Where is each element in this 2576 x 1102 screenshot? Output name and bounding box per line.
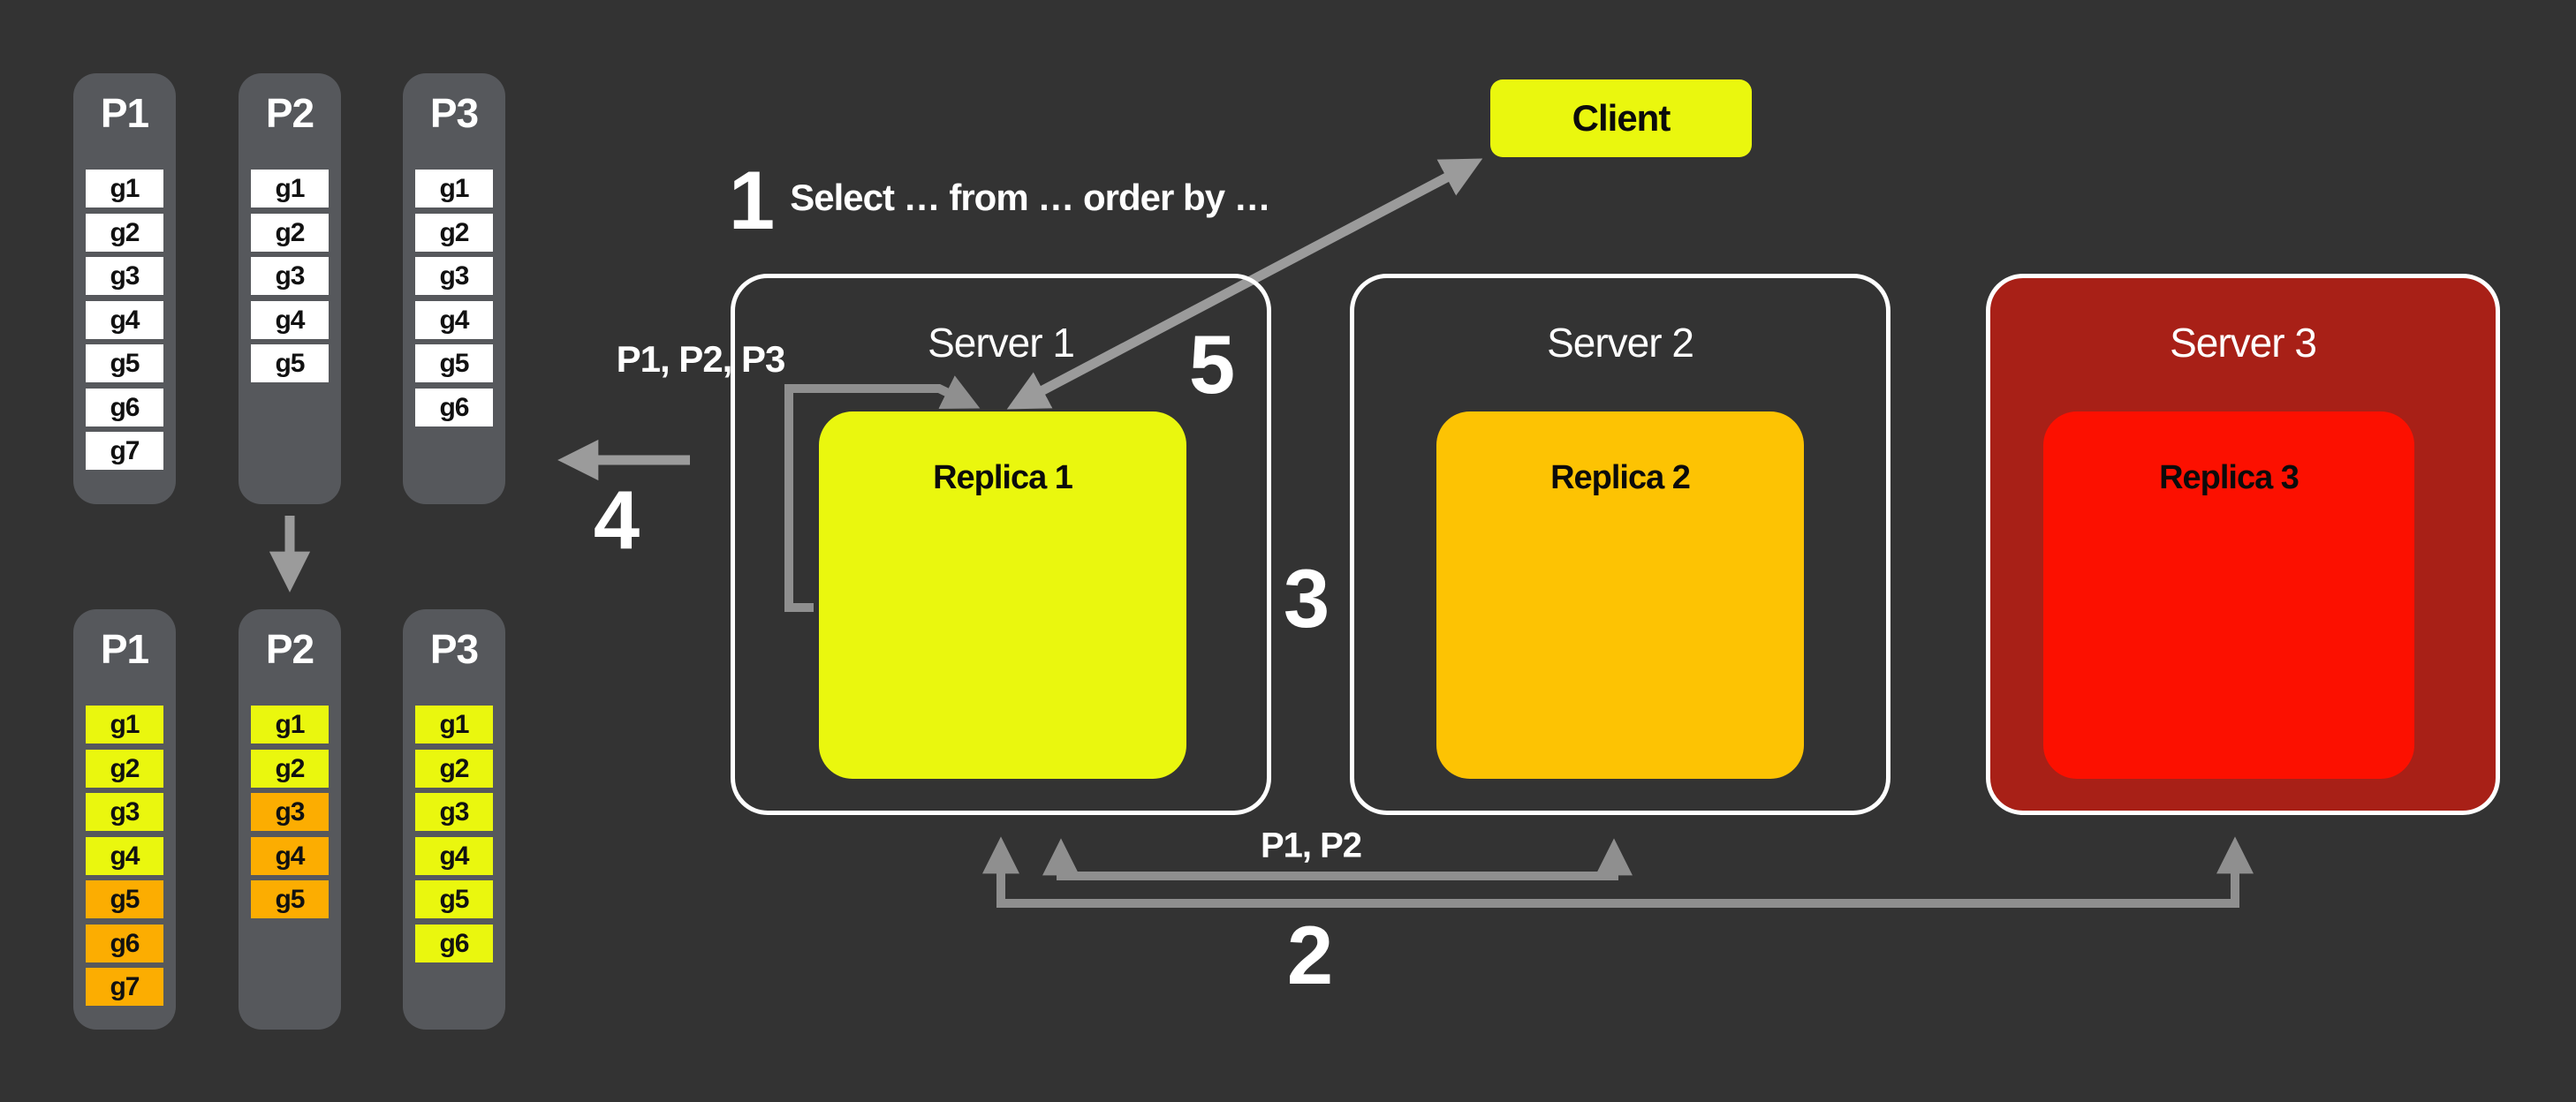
group-box-g4: g4 <box>251 836 329 875</box>
partition-column-p2: P2 g1 g2 g3 g4 g5 <box>239 73 341 504</box>
partition-title: P3 <box>429 90 479 136</box>
step-3-number: 3 <box>1283 552 1330 645</box>
step-1-number: 1 <box>728 154 776 246</box>
server-3-box: Server 3 Replica 3 <box>1986 274 2500 815</box>
group-box-g4: g4 <box>86 300 163 339</box>
partition-title: P2 <box>265 626 314 672</box>
group-box-g3: g3 <box>86 257 163 295</box>
group-box-g2: g2 <box>415 749 493 788</box>
group-box-g2: g2 <box>415 213 493 252</box>
group-box-g5: g5 <box>86 880 163 918</box>
group-box-g2: g2 <box>86 213 163 252</box>
server-1-title: Server 1 <box>928 320 1075 366</box>
group-box-g3: g3 <box>251 257 329 295</box>
group-box-g5: g5 <box>251 880 329 918</box>
partition-title: P1 <box>100 626 149 672</box>
group-box-g1: g1 <box>86 170 163 208</box>
step-5-number: 5 <box>1188 318 1236 411</box>
group-box-g4: g4 <box>86 836 163 875</box>
server-3-title: Server 3 <box>2170 320 2317 366</box>
partition-column-p3: P3 g1 g2 g3 g4 g5 g6 <box>403 73 505 504</box>
group-box-g3: g3 <box>415 257 493 295</box>
group-box-g7: g7 <box>86 968 163 1006</box>
partition-title: P1 <box>100 90 149 136</box>
group-box-g1: g1 <box>251 706 329 743</box>
arrow-local-merge-loop <box>784 375 981 612</box>
group-box-g6: g6 <box>86 924 163 962</box>
group-box-g2: g2 <box>251 213 329 252</box>
replica-1-box: Replica 1 <box>819 411 1186 779</box>
group-box-g7: g7 <box>86 432 163 470</box>
group-box-g2: g2 <box>251 749 329 788</box>
step-2-number: 2 <box>1286 909 1334 1001</box>
group-box-g3: g3 <box>415 793 493 831</box>
group-box-g5: g5 <box>251 344 329 382</box>
group-box-g6: g6 <box>86 388 163 426</box>
partition-column-p1: P1 g1 g2 g3 g4 g5 g6 g7 <box>73 73 176 504</box>
partition-column-p3: P3 g1 g2 g3 g4 g5 g6 <box>403 609 505 1030</box>
arrow-scatter-outer <box>982 836 2254 908</box>
partition-state-after: P1 g1 g2 g3 g4 g5 g6 g7 P2 g1 g2 g3 g4 g5 P3 g1 g2 g3 g4 g5… <box>73 609 515 1030</box>
group-box-g5: g5 <box>415 344 493 382</box>
replica-3-label: Replica 3 <box>2159 459 2299 496</box>
group-box-g6: g6 <box>415 388 493 426</box>
group-box-g2: g2 <box>86 749 163 788</box>
group-box-g1: g1 <box>86 706 163 743</box>
query-text: Select … from … order by … <box>790 177 1270 218</box>
partition-title: P2 <box>265 90 314 136</box>
server-2-title: Server 2 <box>1547 320 1694 366</box>
replica-2-label: Replica 2 <box>1550 459 1691 496</box>
server-2-box: Server 2 Replica 2 <box>1350 274 1890 815</box>
group-box-g1: g1 <box>415 706 493 743</box>
group-box-g3: g3 <box>86 793 163 831</box>
partition-title: P3 <box>429 626 479 672</box>
group-box-g5: g5 <box>86 344 163 382</box>
group-box-g4: g4 <box>415 300 493 339</box>
partition-column-p1: P1 g1 g2 g3 g4 g5 g6 g7 <box>73 609 176 1030</box>
partition-state-before: P1 g1 g2 g3 g4 g5 g6 g7 P2 g1 g2 g3 g4 g5 P3 g1 g2 g3 g4 g5… <box>73 73 515 504</box>
replica-2-box: Replica 2 <box>1436 411 1804 779</box>
group-box-g4: g4 <box>415 836 493 875</box>
partitions-scattered-label: P1, P2 <box>1260 826 1362 865</box>
group-box-g5: g5 <box>415 880 493 918</box>
partitions-returned-label: P1, P2, P3 <box>616 338 786 380</box>
replica-3-box: Replica 3 <box>2043 411 2414 779</box>
group-box-g1: g1 <box>251 170 329 208</box>
replica-1-label: Replica 1 <box>933 459 1073 496</box>
step-4-number: 4 <box>593 473 640 566</box>
group-box-g3: g3 <box>251 793 329 831</box>
group-box-g1: g1 <box>415 170 493 208</box>
server-1-box: Server 1 Replica 1 <box>731 274 1271 815</box>
group-box-g4: g4 <box>251 300 329 339</box>
group-box-g6: g6 <box>415 924 493 962</box>
client-box: Client <box>1490 79 1752 157</box>
partition-column-p2: P2 g1 g2 g3 g4 g5 <box>239 609 341 1030</box>
